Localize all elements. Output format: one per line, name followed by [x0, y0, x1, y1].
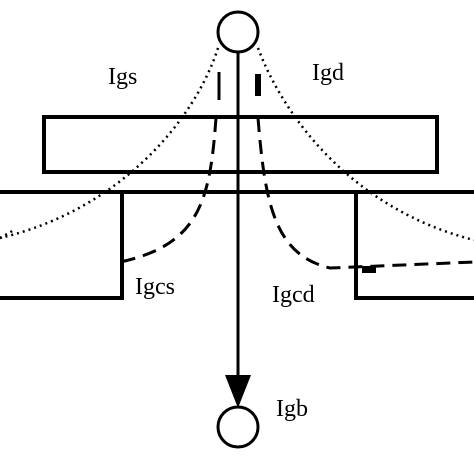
- igs-path-end: [0, 228, 15, 240]
- igcd-path-marker: [362, 266, 376, 273]
- label-igcd: Igcd: [272, 282, 315, 308]
- gate-body-arrowhead: [225, 375, 251, 408]
- igcs-dashed-path: [119, 117, 218, 264]
- drain-region: [354, 192, 474, 300]
- igcd-dashed-path: [256, 117, 474, 270]
- label-igcs: Igcs: [135, 274, 175, 300]
- label-igd: Igd: [312, 60, 344, 86]
- igs-dotted-path: [0, 47, 220, 240]
- label-igs: Igs: [108, 64, 137, 90]
- body-terminal-circle: [216, 405, 260, 449]
- label-igb: Igb: [276, 396, 308, 422]
- source-region: [0, 192, 124, 300]
- gate-terminal-circle: [216, 10, 260, 54]
- gate-electrode: [42, 115, 439, 174]
- igd-dotted-path: [256, 47, 474, 242]
